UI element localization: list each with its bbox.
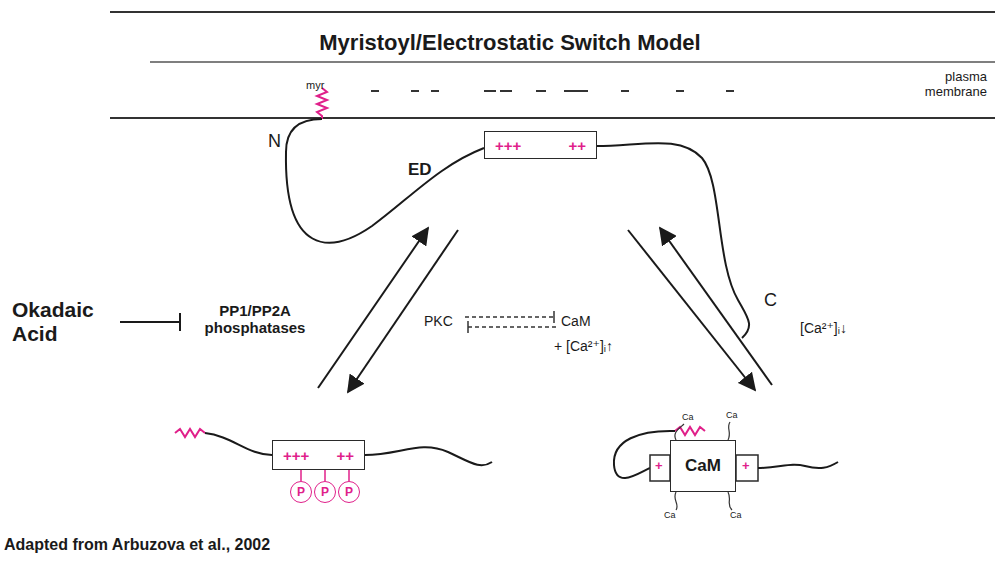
calcium-ion: Ca bbox=[682, 412, 694, 422]
calcium-label: + [Ca²⁺]ᵢ↑ bbox=[554, 338, 613, 354]
charge-mark: + bbox=[742, 459, 750, 474]
protein-chain bbox=[758, 462, 838, 468]
calmodulin-box: CaM bbox=[670, 440, 736, 492]
inhibitor-label: Okadaic Acid bbox=[12, 298, 116, 346]
node-text: ++ bbox=[568, 137, 586, 154]
membrane-charges bbox=[371, 90, 734, 92]
node-text: +++ bbox=[283, 447, 309, 464]
source-caption: Adapted from Arbuzova et al., 2002 bbox=[4, 536, 270, 554]
rule-line bbox=[150, 61, 995, 63]
reaction-arrow bbox=[318, 228, 428, 388]
protein-chain bbox=[597, 143, 749, 338]
myristoyl-anchor bbox=[175, 429, 205, 437]
basic-domain-box: +++++ bbox=[484, 131, 597, 159]
myristoyl-anchor bbox=[317, 88, 327, 119]
reaction-arrow bbox=[660, 228, 772, 385]
domain-label: ED bbox=[408, 160, 432, 180]
node-text: +++ bbox=[495, 137, 521, 154]
protein-chain bbox=[365, 447, 492, 465]
terminus-label: C bbox=[764, 290, 777, 311]
inhibition-bar bbox=[467, 321, 469, 333]
protein-chain bbox=[286, 119, 484, 243]
enzyme-label: PP1/PP2A phosphatases bbox=[188, 302, 322, 337]
diagram-title: Myristoyl/Electrostatic Switch Model bbox=[240, 30, 780, 55]
basic-domain-box: +++++ bbox=[272, 440, 365, 470]
node-text: P bbox=[321, 485, 329, 499]
phosphate-circle: P bbox=[338, 481, 360, 503]
node-text: ++ bbox=[336, 447, 354, 464]
calcium-ion: Ca bbox=[726, 410, 738, 420]
inhibition-line bbox=[468, 326, 556, 328]
reaction-arrow bbox=[628, 230, 755, 390]
protein-chain bbox=[205, 433, 272, 455]
phosphate-circle: P bbox=[290, 481, 312, 503]
inhibition-bar bbox=[553, 311, 555, 323]
kinase-label: PKC bbox=[424, 313, 453, 329]
basic-domain bbox=[650, 455, 670, 481]
inhibition-bar bbox=[179, 313, 181, 331]
node-text: P bbox=[297, 485, 305, 499]
membrane-label: plasma membrane bbox=[895, 70, 987, 100]
membrane-line bbox=[110, 117, 995, 119]
node-text: P bbox=[345, 485, 353, 499]
phosphate-circle: P bbox=[314, 481, 336, 503]
phosphate-stem bbox=[301, 470, 349, 481]
reaction-arrow bbox=[348, 230, 458, 392]
charge-mark: + bbox=[655, 459, 663, 474]
calcium-ion: Ca bbox=[664, 510, 676, 520]
lipid-label: myr bbox=[306, 79, 324, 92]
basic-domain bbox=[736, 455, 758, 481]
inhibition-line bbox=[120, 321, 180, 323]
terminus-label: N bbox=[268, 131, 281, 152]
rule-line bbox=[110, 11, 995, 13]
node-text: CaM bbox=[685, 456, 721, 476]
calcium-ion: Ca bbox=[730, 510, 742, 520]
inhibition-line bbox=[465, 316, 554, 318]
calcium-label: [Ca²⁺]ᵢ↓ bbox=[800, 320, 847, 336]
protein-label: CaM bbox=[561, 313, 591, 329]
